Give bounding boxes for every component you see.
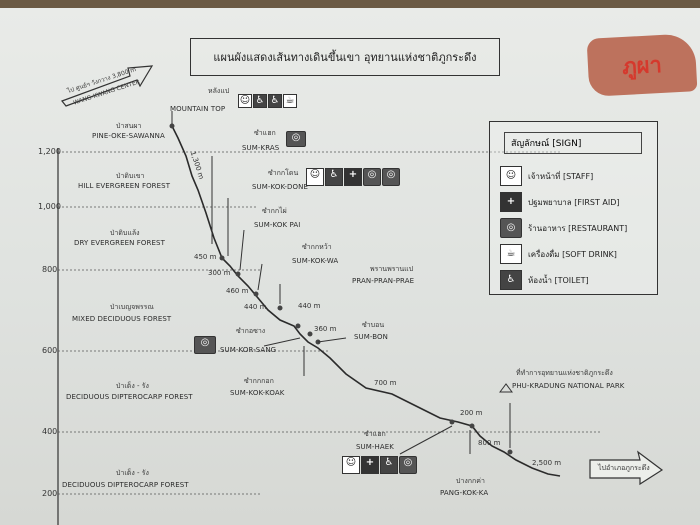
restaurant-icon: ◎: [500, 218, 522, 238]
restaurant-icon: ◎: [363, 168, 381, 186]
stop-en: SUM-BON: [354, 333, 389, 341]
soft-drink-icon: ☕: [500, 244, 522, 264]
stop-thai: ซำกอซาง: [236, 327, 266, 335]
staff-icon: ☺: [500, 166, 522, 186]
toilet-icon: ♿: [253, 94, 267, 108]
distance-label: 200 m: [460, 409, 483, 417]
altitude-label: 1,000: [38, 202, 61, 211]
zone-en: DECIDUOUS DIPTEROCARP FOREST: [62, 481, 189, 489]
sign-board: แผนผังแสดงเส้นทางเดินขึ้นเขา อุทยานแห่งช…: [0, 8, 700, 525]
mountain-top-facilities: ☺ ♿ ♿ ☕: [238, 94, 297, 108]
page-title: แผนผังแสดงเส้นทางเดินขึ้นเขา อุทยานแห่งช…: [190, 38, 500, 76]
sum-kok-done-facilities: ☺ ♿ + ◎ ◎: [306, 168, 400, 186]
zone-thai: ป่าดิบเขา: [116, 172, 145, 180]
zone-thai: ป่าสนผา: [116, 122, 142, 130]
sum-haek-facilities: ☺ + ♿ ◎: [342, 456, 417, 474]
toilet-icon: ♿: [268, 94, 282, 108]
zone-en: DECIDUOUS DIPTEROCARP FOREST: [66, 393, 193, 401]
stop-en: PRAN-PRAN-PRAE: [352, 277, 415, 285]
distance-label: 360 m: [314, 325, 337, 333]
stop-thai: ซำกกโดน: [268, 169, 299, 177]
staff-icon: ☺: [306, 168, 324, 186]
restaurant-icon: ◎: [382, 168, 400, 186]
stop-en: SUM-KOK-DONE: [252, 183, 308, 191]
distance-label: 440 m: [298, 302, 321, 310]
trail-map-lines: [57, 65, 664, 525]
legend-label: ปฐมพยาบาล [FIRST AID]: [528, 198, 620, 207]
zone-en: PINE-OKE-SAWANNA: [92, 132, 165, 140]
zone-thai: ป่าเต็ง - รัง: [116, 382, 149, 390]
legend-label: ห้องน้ำ [TOILET]: [528, 276, 589, 285]
altitude-label: 800: [42, 265, 58, 274]
exit-sign: ไปอำเภอภูกระดึง: [598, 464, 650, 472]
stop-thai: ซำแฮก: [254, 129, 276, 137]
stop-en: SUM-KRAS: [242, 144, 280, 152]
stop-thai: ซำกกไผ่: [262, 207, 287, 215]
altitude-label: 200: [42, 489, 58, 498]
zone-en: MIXED DECIDUOUS FOREST: [72, 315, 172, 323]
stop-thai: ซำกกกอก: [244, 377, 274, 385]
zone-en: DRY EVERGREEN FOREST: [74, 239, 165, 247]
zone-en: HILL EVERGREEN FOREST: [78, 182, 171, 190]
stop-thai: ซำบอน: [362, 321, 385, 329]
first-aid-icon: +: [344, 168, 362, 186]
distance-label: 700 m: [374, 379, 397, 387]
stop-thai: ปางกกค่า: [456, 477, 485, 485]
staff-icon: ☺: [238, 94, 252, 108]
zone-thai: ป่าดิบแล้ง: [110, 229, 140, 237]
restaurant-icon: ◎: [399, 456, 417, 474]
staff-icon: ☺: [342, 456, 360, 474]
legend-label: เจ้าหน้าที่ [STAFF]: [528, 172, 594, 181]
legend-heading: สัญลักษณ์ [SIGN]: [504, 132, 642, 154]
legend-label: เครื่องดื่ม [SOFT DRINK]: [528, 250, 617, 259]
toilet-icon: ♿: [325, 168, 343, 186]
toilet-icon: ♿: [500, 270, 522, 290]
distance-label: 2,500 m: [532, 459, 562, 467]
stop-thai: พรานพรานแป: [370, 265, 414, 273]
altitude-label: 1,200: [38, 147, 61, 156]
stop-thai: ซำแฮก: [364, 430, 386, 438]
sum-kor-sang-facilities: ◎: [194, 336, 216, 354]
stop-en: PANG-KOK-KA: [440, 489, 489, 497]
stop-en: MOUNTAIN TOP: [170, 105, 226, 113]
restaurant-icon: ◎: [286, 131, 306, 147]
toilet-icon: ♿: [380, 456, 398, 474]
stop-thai: หลังแป: [208, 87, 230, 95]
first-aid-icon: +: [500, 192, 522, 212]
altitude-label: 400: [42, 427, 58, 436]
zone-thai: ป่าเต็ง - รัง: [116, 469, 149, 477]
red-stamp: ภูผา: [586, 33, 698, 97]
altitude-label: 600: [42, 346, 58, 355]
stop-en: SUM-KOK-KOAK: [230, 389, 285, 397]
distance-label: 300 m: [208, 269, 231, 277]
stop-en: SUM-KOK-WA: [292, 257, 339, 265]
distance-label: 800 m: [478, 439, 501, 447]
zone-thai: ป่าเบญจพรรณ: [110, 303, 154, 311]
distance-label: 450 m: [194, 253, 217, 261]
distance-label: 440 m: [244, 303, 267, 311]
first-aid-icon: +: [361, 456, 379, 474]
stop-en: SUM-HAEK: [356, 443, 394, 451]
stop-thai: ซำกกหว้า: [302, 243, 332, 251]
legend-box: สัญลักษณ์ [SIGN] ☺ เจ้าหน้าที่ [STAFF] +…: [489, 121, 658, 295]
park-office-en: PHU-KRADUNG NATIONAL PARK: [512, 382, 625, 390]
legend-label: ร้านอาหาร [RESTAURANT]: [528, 224, 628, 233]
soft-drink-icon: ☕: [283, 94, 297, 108]
distance-label: 460 m: [226, 287, 249, 295]
stop-en: SUM-KOR-SANG: [220, 346, 277, 354]
stop-en: SUM-KOK PAI: [254, 221, 301, 229]
park-office-thai: ที่ทำการอุทยานแห่งชาติภูกระดึง: [516, 369, 613, 377]
restaurant-icon: ◎: [194, 336, 216, 354]
